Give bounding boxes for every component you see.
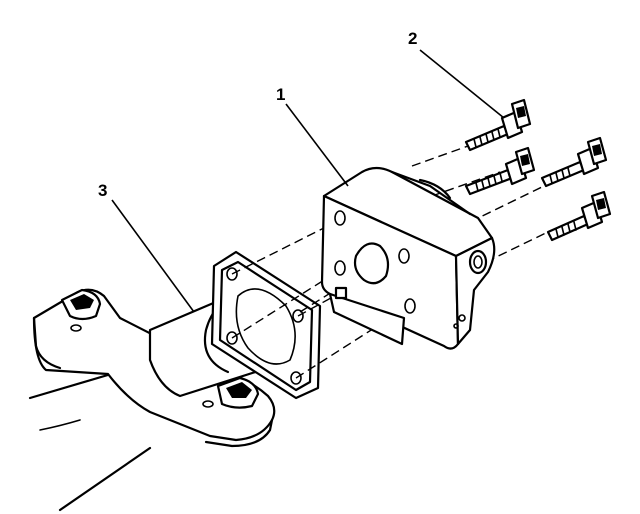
callout-3: 3 — [98, 181, 107, 200]
housing-cover — [320, 166, 496, 350]
bolt-middle-left — [464, 146, 536, 196]
axle-tube — [28, 370, 152, 512]
callout-leaders — [111, 49, 505, 313]
bolt-upper-right — [540, 136, 608, 188]
callout-2: 2 — [408, 29, 417, 48]
bolt-lower-right — [546, 190, 612, 242]
gasket — [210, 250, 322, 400]
bolt-upper-left — [464, 98, 532, 152]
callout-1: 1 — [276, 85, 285, 104]
